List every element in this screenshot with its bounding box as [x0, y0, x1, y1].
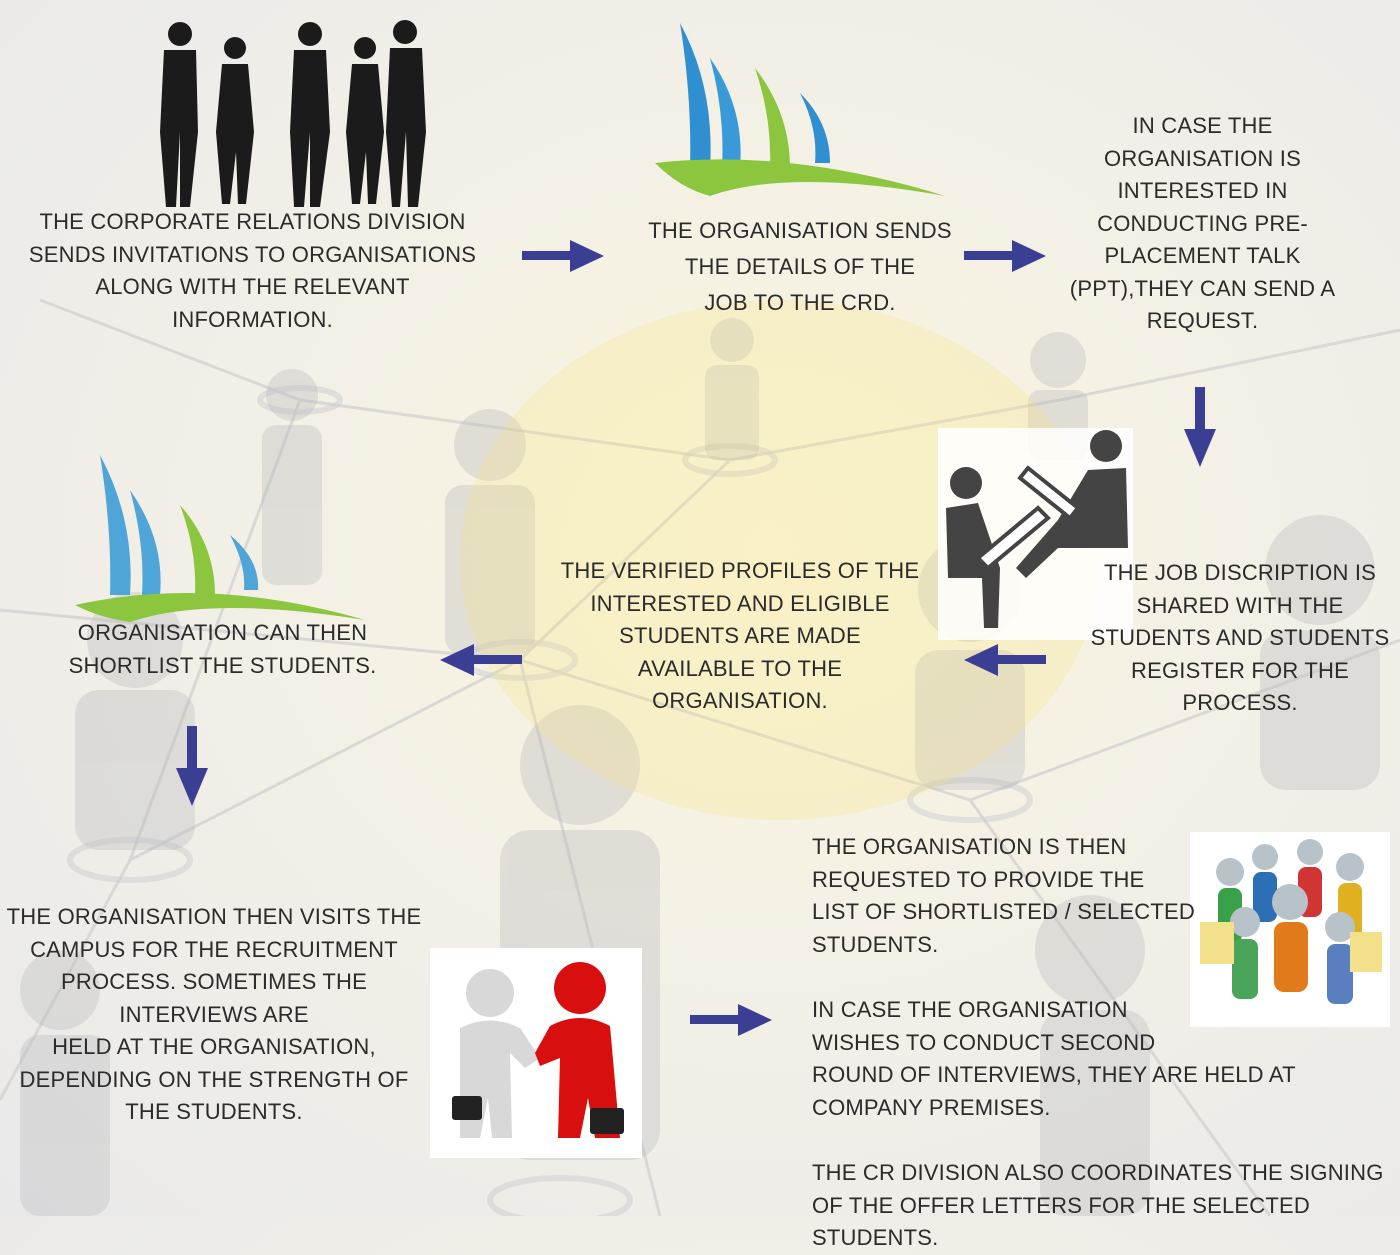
organisation-logo-icon: [655, 23, 945, 196]
people-silhouette-icon: [160, 20, 426, 207]
handshake-icon: [430, 948, 642, 1158]
step-job-description-text: THE JOB DISCRIPTION IS SHARED WITH THE S…: [1090, 560, 1390, 715]
step-request-list-text: THE ORGANISATION IS THEN REQUESTED TO PR…: [812, 834, 1195, 957]
step-verified-profiles-text: THE VERIFIED PROFILES OF THE INTERESTED …: [560, 558, 920, 713]
arrow-down-icon: [1184, 387, 1216, 467]
arrow-right-icon: [964, 240, 1046, 272]
organisation-logo-icon: [75, 455, 365, 622]
step-job-details-text: THE ORGANISATION SENDS THE DETAILS OF TH…: [648, 218, 952, 315]
interview-meeting-icon: [938, 428, 1133, 640]
arrow-down-icon: [176, 726, 208, 806]
step-ppt-request-text: IN CASE THE ORGANISATION IS INTERESTED I…: [1069, 113, 1336, 333]
team-group-icon: [1190, 832, 1390, 1027]
step-second-round-text: IN CASE THE ORGANISATION WISHES TO CONDU…: [812, 997, 1296, 1120]
arrow-left-icon: [440, 644, 522, 676]
step-invitation-text: THE CORPORATE RELATIONS DIVISION SENDS I…: [28, 209, 477, 332]
step-campus-visit-text: THE ORGANISATION THEN VISITS THE CAMPUS …: [6, 904, 422, 1124]
arrow-right-icon: [690, 1004, 772, 1036]
arrow-right-icon: [522, 240, 604, 272]
step-shortlist-text: ORGANISATION CAN THEN SHORTLIST THE STUD…: [68, 620, 377, 678]
arrow-left-icon: [964, 644, 1046, 676]
step-offer-letters-text: THE CR DIVISION ALSO COORDINATES THE SIG…: [812, 1160, 1384, 1250]
